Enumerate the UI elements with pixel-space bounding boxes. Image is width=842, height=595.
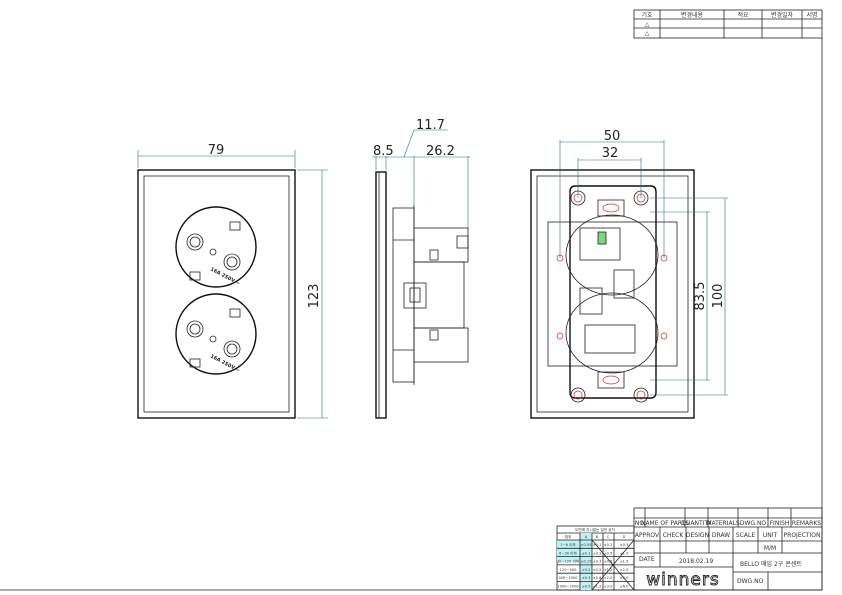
side-view: 8.5 11.7 26.2 [372, 118, 470, 419]
tolerance-cell: ±1.0 [620, 551, 629, 555]
tolerance-cell: ±0.05 [580, 543, 591, 547]
tolerance-cell: ±0.5 [604, 551, 613, 555]
svg-text:UNIT: UNIT [763, 532, 778, 539]
tolerance-cell: ±0.2 [604, 543, 613, 547]
svg-text:DWG.NO: DWG.NO [737, 578, 764, 585]
dim-width: 79 [208, 143, 225, 158]
tolerance-cell: ±0.8 [593, 576, 602, 580]
tolerance-cell: ±2.5 [620, 568, 629, 572]
svg-text:도면에 지시없는 일반 공차: 도면에 지시없는 일반 공차 [575, 527, 615, 532]
tolerance-cell: ±0.15 [580, 560, 591, 564]
dim-100: 100 [711, 284, 726, 309]
tolerance-cell: 1~6 이하 [560, 542, 576, 547]
title-block: NO NAME OF PARTS QUANTITY MATERIALS DWG.… [633, 507, 823, 590]
tolerance-cell: ±1.5 [620, 560, 629, 564]
revision-table: 기호 변경내용 적요 변경일자 서명 △ △ [633, 9, 823, 39]
tolerance-cell: 400~1000 [558, 576, 578, 580]
tolerance-cell: ±1.2 [593, 585, 602, 589]
svg-text:DWG.NO: DWG.NO [740, 520, 767, 527]
tolerance-cell: ±6.0 [620, 585, 629, 589]
svg-text:QUANTITY: QUANTITY [681, 520, 712, 527]
dim-83-5: 83.5 [693, 282, 708, 311]
svg-text:A: A [585, 535, 588, 539]
svg-text:FINISH: FINISH [770, 520, 790, 527]
svg-text:DRAW: DRAW [712, 532, 730, 539]
svg-text:B: B [596, 535, 599, 539]
svg-text:CHECK: CHECK [663, 532, 685, 539]
tolerance-cell: ±0.2 [593, 551, 602, 555]
svg-text:MATERIALS: MATERIALS [706, 520, 740, 527]
front-view: 16A 250V ~ 16A 250V ~ 79 123 [137, 143, 328, 419]
svg-text:APPROV: APPROV [635, 532, 660, 539]
svg-text:변경일자: 변경일자 [771, 11, 794, 19]
svg-text:D: D [623, 535, 626, 539]
svg-text:△: △ [645, 21, 650, 28]
tolerance-cell: 120~400 [560, 568, 577, 572]
tolerance-cell: 6~30 이하 [559, 550, 577, 555]
dim-height: 123 [307, 284, 322, 309]
socket-top: 16A 250V ~ [175, 206, 257, 288]
mounting-holes [556, 190, 668, 403]
dim-50: 50 [604, 129, 621, 144]
dim-32: 32 [602, 146, 619, 161]
tolerance-cell: ±0.3 [620, 543, 629, 547]
svg-text:DATE: DATE [639, 556, 655, 563]
date-value: 2018.02.19 [679, 558, 714, 565]
tolerance-cell: ±0.1 [593, 543, 602, 547]
svg-text:PROJECTION: PROJECTION [784, 532, 821, 539]
tolerance-cell: ±0.8 [604, 560, 613, 564]
svg-text:C: C [607, 535, 610, 539]
dim-11-7: 11.7 [416, 118, 445, 133]
svg-text:SCALE: SCALE [736, 532, 755, 539]
tolerance-cell: ±2.0 [604, 576, 613, 580]
svg-text:REMARKS: REMARKS [792, 520, 821, 527]
svg-text:NAME OF PARTS: NAME OF PARTS [641, 520, 689, 527]
svg-text:16A 250V ~: 16A 250V ~ [209, 353, 241, 374]
tolerance-cell: ±0.5 [593, 568, 602, 572]
svg-text:적요: 적요 [737, 12, 749, 19]
tolerance-cell: ±3.0 [604, 585, 613, 589]
svg-text:서명: 서명 [806, 11, 817, 19]
svg-text:NO: NO [635, 520, 644, 527]
svg-text:16A 250V ~: 16A 250V ~ [209, 266, 241, 287]
tolerance-cell: ±0.2 [582, 568, 591, 572]
tolerance-cell: ±1.2 [604, 568, 613, 572]
tolerance-cell: ±0.5 [582, 585, 591, 589]
drawing-title: BELLO 매입 2구 콘센트 [740, 560, 802, 568]
socket-bottom: 16A 250V ~ [175, 293, 257, 375]
svg-text:△: △ [645, 30, 650, 37]
tolerance-cell: ±0.3 [582, 576, 591, 580]
tolerance-cell: ±0.3 [593, 560, 602, 564]
unit-value: M/M [764, 545, 776, 552]
tolerance-table: 도면에 지시없는 일반 공차 1~6 이하±0.05±0.1±0.2±0.36~… [556, 525, 635, 591]
tolerance-cell: 1000~2000 [557, 585, 579, 589]
svg-text:범위: 범위 [565, 534, 572, 539]
dim-8-5: 8.5 [373, 144, 394, 159]
winners-logo: winners [646, 570, 719, 590]
dim-26-2: 26.2 [426, 144, 455, 159]
tolerance-cell: ±0.1 [582, 551, 591, 555]
svg-text:변경내용: 변경내용 [681, 11, 704, 19]
svg-text:기호: 기호 [641, 11, 653, 19]
svg-text:DESIGN: DESIGN [686, 532, 709, 539]
back-view: 50 32 83.5 100 [530, 129, 728, 419]
tolerance-cell: 30~120 이하 [557, 559, 580, 564]
